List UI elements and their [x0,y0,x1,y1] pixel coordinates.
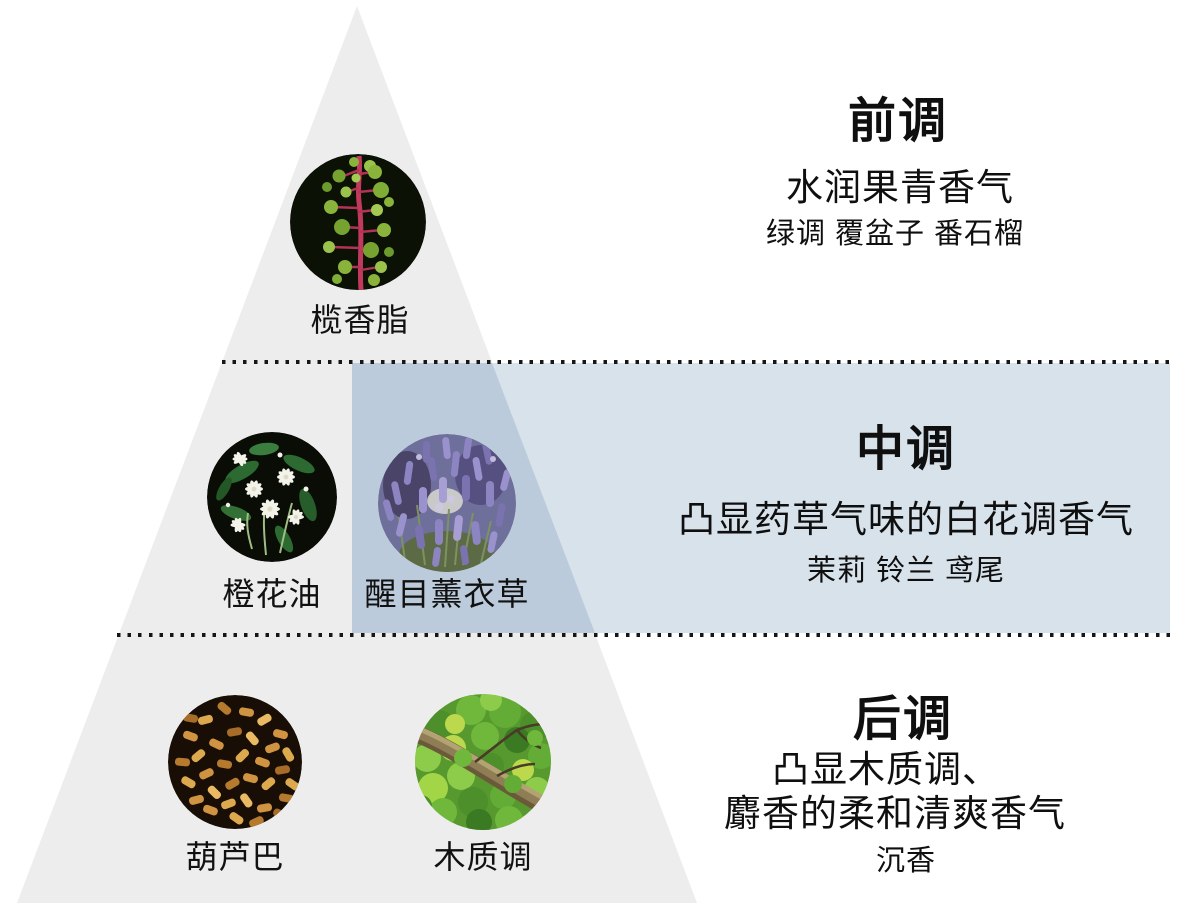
lavandin-photo [378,434,516,572]
base-notes-description-line1: 凸显木质调、 [772,749,1000,790]
woody-photo [415,694,551,830]
divider-middle-base [117,633,1172,637]
ingredient-label-elemi: 榄香脂 [310,302,410,338]
ingredient-label-lavandin: 醒目薰衣草 [364,576,530,612]
divider-top-middle [222,360,1172,364]
base-notes-description-line2: 麝香的柔和清爽香气 [724,793,1066,834]
base-notes-ingredients: 沉香 [875,845,937,877]
ingredient-label-fenugreek: 葫芦巴 [185,839,285,875]
neroli-photo [207,432,337,562]
ingredient-label-neroli: 橙花油 [222,576,322,612]
middle-notes-title: 中调 [855,423,957,476]
top-notes-title: 前调 [847,95,949,148]
middle-notes-description: 凸显药草气味的白花调香气 [678,499,1134,540]
elemi-photo [290,154,426,290]
base-notes-title: 后调 [852,693,954,746]
top-notes-ingredients: 绿调 覆盆子 番石榴 [765,218,1025,250]
top-notes-description: 水润果青香气 [786,167,1014,208]
fenugreek-photo [168,695,302,829]
middle-notes-ingredients: 茉莉 铃兰 鸢尾 [806,555,1006,587]
ingredient-label-woody: 木质调 [433,839,533,875]
